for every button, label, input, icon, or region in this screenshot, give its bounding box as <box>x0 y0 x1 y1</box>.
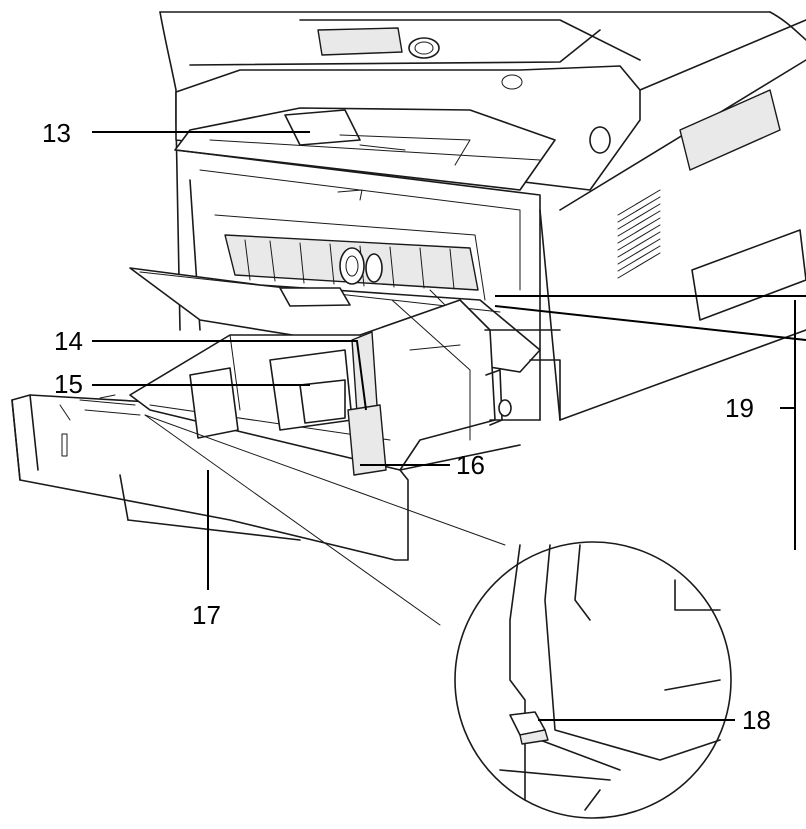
side-recess <box>691 229 806 321</box>
magnified-detail <box>144 414 732 819</box>
size-dial <box>347 404 387 476</box>
callout-15: 15 <box>54 369 83 399</box>
display-screen <box>317 27 403 56</box>
vent-slots <box>617 189 661 279</box>
power-button <box>501 74 523 90</box>
callout-16: 16 <box>456 450 485 480</box>
printer-right-side <box>539 19 806 421</box>
paper-cassette <box>11 299 512 561</box>
front-opening <box>175 149 541 421</box>
control-panel <box>317 27 523 90</box>
bottom-plate <box>299 379 346 424</box>
panel-button-ring <box>408 37 440 59</box>
zoom-line-upper <box>144 414 506 546</box>
callout-19: 19 <box>725 393 754 423</box>
callout-17: 17 <box>192 600 221 630</box>
leader-14 <box>92 340 367 411</box>
side-indicator <box>589 126 611 154</box>
callout-labels: 13 14 15 16 17 18 19 <box>42 118 771 735</box>
leader-lines <box>92 131 806 721</box>
tray-extension <box>284 109 361 146</box>
output-tray <box>174 107 556 191</box>
callout-14: 14 <box>54 326 83 356</box>
cassette-ridges <box>59 394 141 421</box>
cassette-label-slot <box>61 433 68 457</box>
magnifier-circle <box>454 541 732 819</box>
side-handle <box>679 89 781 171</box>
callout-13: 13 <box>42 118 71 148</box>
leader-19-lower <box>494 305 806 341</box>
feed-roller <box>339 247 365 285</box>
width-guide-left <box>189 367 239 439</box>
callout-18: 18 <box>742 705 771 735</box>
zoom-line-lower <box>144 414 441 626</box>
